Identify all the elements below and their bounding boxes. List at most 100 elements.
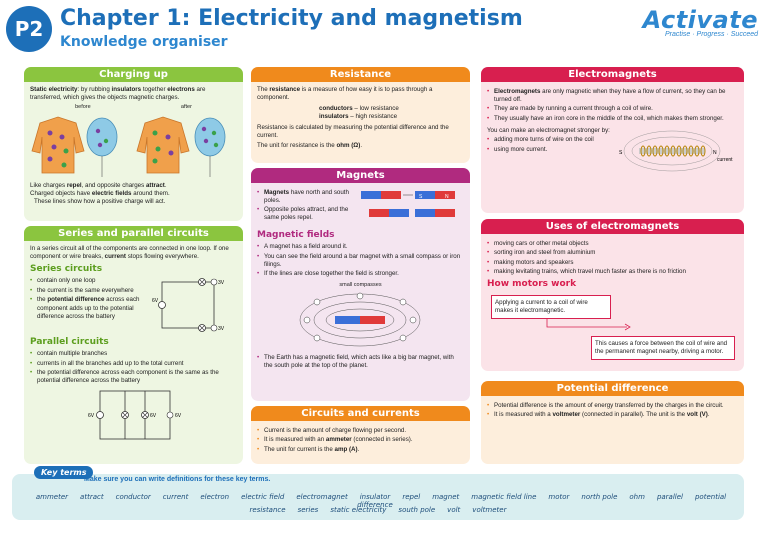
list-item: Current is the amount of charge flowing … [257, 427, 464, 435]
list-item: the potential difference across each com… [30, 296, 152, 320]
label-after: after [180, 104, 192, 111]
key-term: insulator [359, 493, 391, 501]
voltage-label: 6V [88, 413, 95, 419]
list-item: using more current. [487, 146, 617, 154]
series-circuit-diagram: 6V 3V 3V [152, 277, 225, 332]
key-term: volt [447, 506, 461, 514]
intro-text: : by rubbing [77, 86, 112, 93]
circuits-currents-heading: Circuits and currents [251, 406, 470, 421]
logo-brand: Activate [642, 6, 758, 34]
term-insulators: insulators [111, 86, 142, 93]
key-term: electric field [241, 493, 285, 501]
key-term: electron [200, 493, 230, 501]
list-item: Electromagnets are only magnetic when th… [487, 88, 738, 104]
page-subtitle: Knowledge organiser [60, 34, 228, 50]
key-term: current [162, 493, 189, 501]
key-terms-badge: Key terms [34, 466, 94, 479]
term-attract: attract [145, 182, 165, 190]
resistance-calc: Resistance is calculated by measuring th… [257, 124, 449, 140]
jumper-before-icon [31, 116, 85, 174]
field-note: Charged objects have electric fields aro… [30, 190, 237, 198]
series-parallel-heading: Series and parallel circuits [24, 226, 243, 241]
resistance-heading: Resistance [251, 67, 470, 82]
currents-list: Current is the amount of charge flowing … [257, 427, 464, 454]
key-term: conductor [115, 493, 151, 501]
key-term: potential difference [357, 493, 727, 509]
list-item: the potential difference across each com… [30, 369, 237, 385]
term-voltmeter: voltmeter [552, 411, 581, 419]
note-text: Charged objects have [30, 190, 92, 198]
uses-list: moving cars or other metal objects sorti… [487, 240, 738, 277]
list-item: Magnets have north and south poles. [257, 189, 357, 205]
item-text: the [37, 296, 48, 304]
key-term: magnetic field line [471, 493, 537, 501]
key-term: magnet [432, 493, 460, 501]
insulators-line: insulators – high resistance [257, 113, 464, 121]
jumper-balloon-illustration [31, 116, 226, 178]
motor-step-2: This causes a force between the coil of … [591, 336, 735, 361]
conductors-line: conductors – low resistance [257, 105, 464, 113]
item-text: across each component adds up to the pot… [37, 296, 140, 320]
item-text: . [357, 445, 360, 453]
fields-list: A magnet has a field around it. You can … [257, 243, 464, 278]
list-item: They usually have an iron core in the mi… [487, 115, 738, 123]
potential-panel: Potential difference Potential differenc… [481, 381, 744, 464]
unit-text: The unit for resistance is the [257, 142, 337, 150]
uses-heading: Uses of electromagnets [481, 219, 744, 234]
note-text: Like charges [30, 182, 67, 190]
magnets-list: Magnets have north and south poles. Oppo… [257, 187, 357, 227]
term-ammeter: ammeter [325, 436, 352, 444]
charging-up-panel: Charging up Static electricity: by rubbi… [24, 67, 243, 221]
key-term: ohm [629, 493, 645, 501]
resistance-panel: Resistance The resistance is a measure o… [251, 67, 470, 163]
magnetic-field-diagram [299, 292, 421, 346]
lines-note: These lines show how a positive charge w… [34, 198, 166, 206]
note-text: around them. [131, 190, 170, 198]
pole-label: S [619, 150, 623, 156]
list-item: You can see the field around a bar magne… [257, 253, 464, 269]
voltage-label: 3V [218, 280, 225, 286]
term-amp: amp (A) [334, 445, 358, 453]
term-volt: volt (V) [686, 411, 708, 419]
resistance-intro: The resistance is a measure of how easy … [257, 86, 464, 102]
list-item: currents in all the branches add up to t… [30, 360, 237, 368]
label-before: before [75, 104, 91, 111]
circuits-currents-panel: Circuits and currents Current is the amo… [251, 406, 470, 464]
item-text: The unit for current is the [264, 445, 335, 453]
list-item: The unit for current is the amp (A). [257, 446, 464, 454]
list-item: A magnet has a field around it. [257, 243, 464, 251]
term-static: Static electricity [30, 86, 78, 93]
voltage-label: 6V [152, 298, 159, 304]
key-term: static electricity [330, 506, 387, 514]
key-term: resistance [249, 506, 286, 514]
intro-text: are transferred, which gives the objects… [30, 86, 206, 102]
key-term: ammeter [35, 493, 69, 501]
list-item: adding more turns of wire on the coil [487, 136, 617, 144]
list-item: They are made by running a current throu… [487, 105, 738, 113]
magnets-heading: Magnets [251, 168, 470, 183]
pole-label: N [445, 194, 449, 200]
parallel-title: Parallel circuits [30, 336, 109, 347]
earth-list: The Earth has a magnetic field, which ac… [257, 354, 464, 370]
list-item: making motors and speakers [487, 259, 738, 267]
balloon-before-icon [86, 117, 118, 178]
item-text: – low resistance [352, 105, 399, 113]
list-item: It is measured with an ammeter (connecte… [257, 436, 464, 444]
item-text: It is measured with a [494, 411, 553, 419]
intro-text: together [141, 86, 168, 93]
item-text: are only magnetic when they have a flow … [494, 87, 726, 103]
chapter-badge: P2 [6, 6, 52, 52]
pole-label: S [419, 194, 423, 200]
key-term: voltmeter [472, 506, 507, 514]
magnetic-fields-title: Magnetic fields [257, 230, 335, 240]
intro-text: In a series circuit all of the component… [30, 245, 229, 261]
series-parallel-panel: Series and parallel circuits In a series… [24, 226, 243, 464]
item-text: – high resistance [348, 113, 398, 121]
parallel-list: contain multiple branches currents in al… [30, 350, 237, 385]
key-term: parallel [656, 493, 683, 501]
intro-text: stops flowing everywhere. [125, 253, 199, 261]
term-repel: repel [66, 182, 82, 190]
potential-heading: Potential difference [481, 381, 744, 396]
term-conductors: conductors [319, 105, 353, 113]
bar-magnets-diagram: N S [361, 191, 455, 217]
